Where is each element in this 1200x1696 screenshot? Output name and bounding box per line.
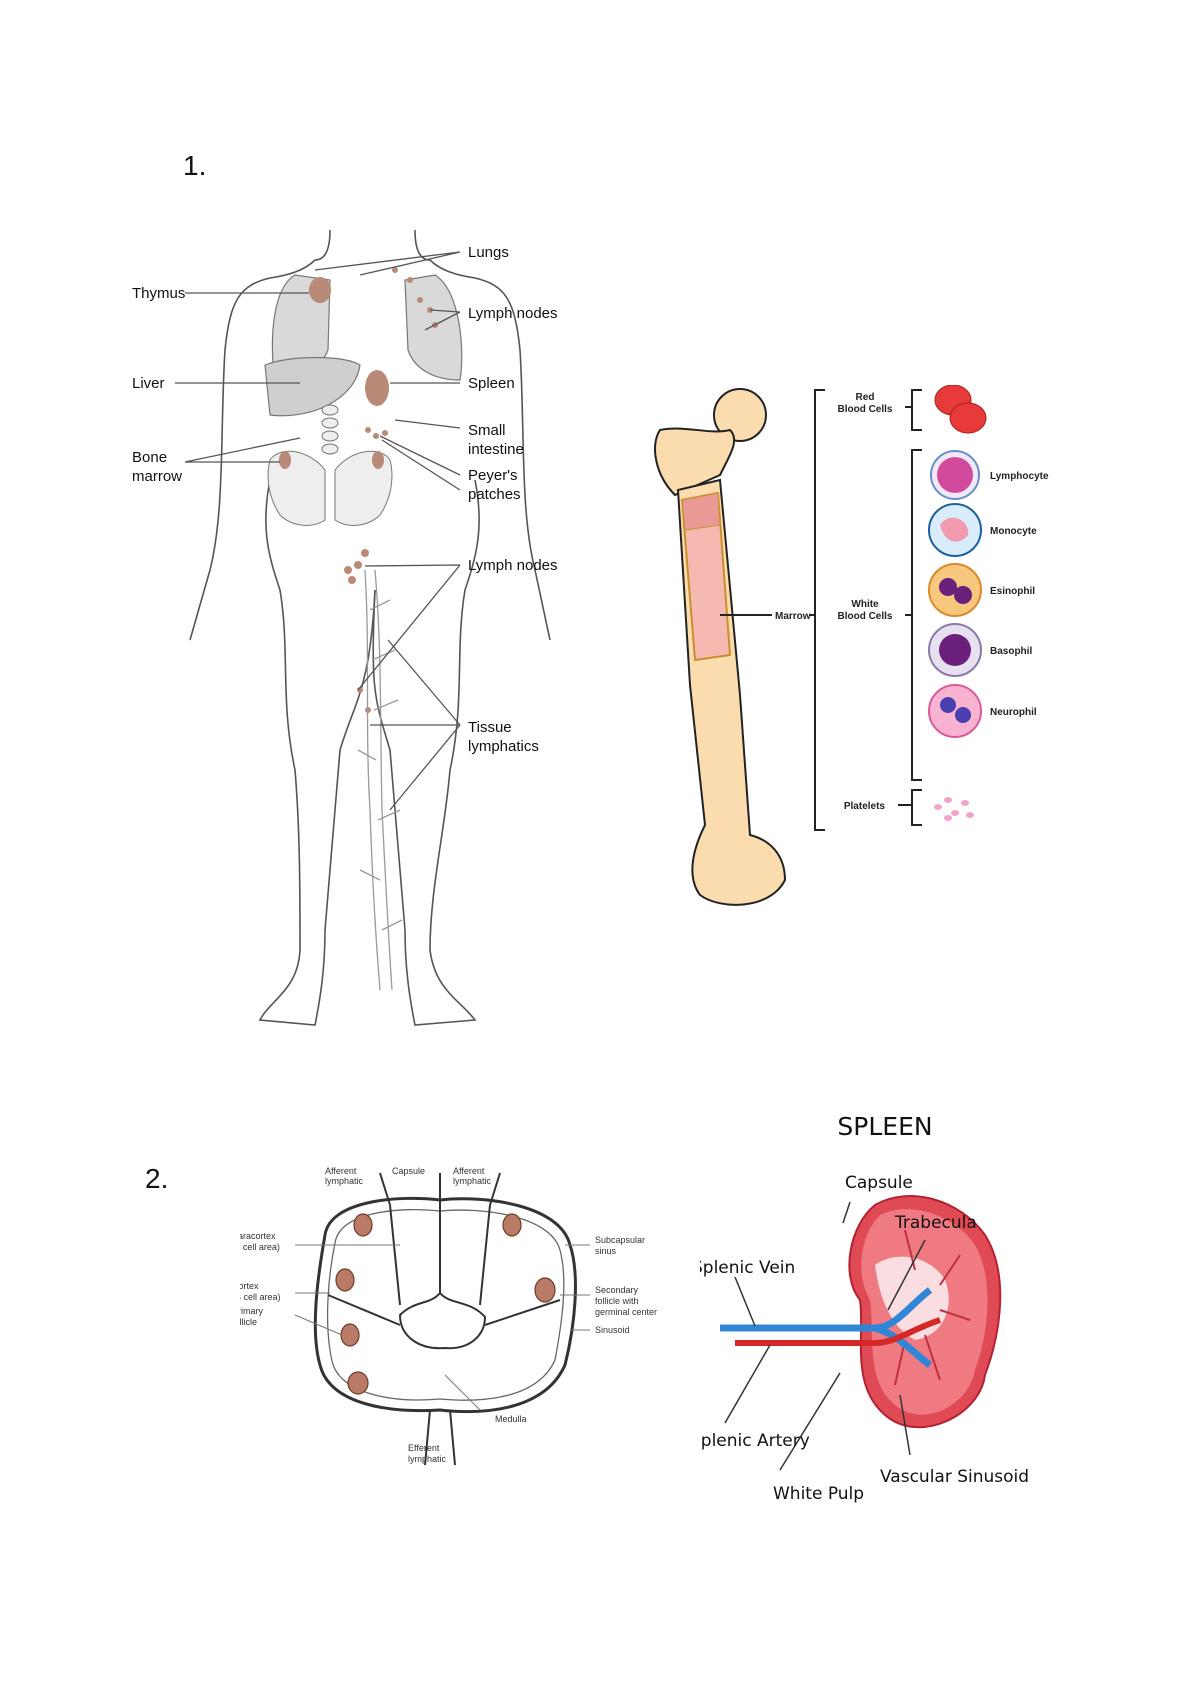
esinophil-cell [928, 563, 982, 617]
label-cortex-1: Cortex [240, 1281, 259, 1291]
label-afferent-right-2: lymphatic [453, 1176, 492, 1186]
label-wbc-2: Blood Cells [837, 611, 892, 622]
splenic-vein [720, 1287, 933, 1368]
label-liver: Liver [132, 375, 165, 392]
lymphatic-system-diagram: Lungs Thymus Lymph nodes Liver Spleen Sm… [130, 230, 610, 1040]
platelets [934, 797, 974, 821]
label-vascular-sinusoid: Vascular Sinusoid [880, 1467, 1029, 1487]
label-wbc-1: White [851, 599, 879, 610]
lymph-node-diagram: Afferent lymphatic Capsule Afferent lymp… [240, 1165, 680, 1475]
main-bracket [810, 389, 825, 831]
label-efferent-1: Efferent [408, 1443, 440, 1453]
spleen-diagram: SPLEEN Capsule Trabecula Splenic Vein Sp… [700, 1105, 1100, 1525]
spleen [365, 370, 389, 406]
label-medulla: Medulla [495, 1414, 527, 1424]
tissue-lymphatics [357, 569, 403, 991]
label-marrow: Marrow [775, 611, 811, 622]
neurophil-cell [928, 684, 982, 738]
rbc-bracket [905, 389, 922, 431]
label-white-pulp: White Pulp [773, 1484, 864, 1504]
spleen-title: SPLEEN [837, 1112, 932, 1141]
thymus [309, 277, 331, 303]
label-splenic-artery: Splenic Artery [700, 1431, 810, 1451]
label-neurophil: Neurophil [990, 707, 1037, 718]
label-small-intestine-2: intestine [468, 441, 524, 458]
label-paracortex-1: Paracortex [240, 1231, 276, 1241]
label-splenic-vein: Splenic Vein [700, 1258, 795, 1278]
label-monocyte: Monocyte [990, 526, 1037, 537]
label-spleen: Spleen [468, 375, 515, 392]
red-blood-cell [949, 402, 987, 434]
lymph-node [313, 1172, 577, 1466]
section-number-1: 1. [183, 150, 207, 181]
label-primary-2: follicle [240, 1317, 257, 1327]
label-subcapsular-1: Subcapsular [595, 1235, 645, 1245]
label-afferent-left-2: lymphatic [325, 1176, 364, 1186]
label-secondary-2: follicle with [595, 1296, 639, 1306]
bone-marrow-diagram: Marrow Red Blood Cells White Blood Cells… [650, 385, 1100, 920]
lymph-node-leaders [294, 1244, 590, 1411]
label-tissue-2: lymphatics [468, 738, 539, 755]
splenic-artery [735, 1317, 941, 1346]
monocyte-cell [928, 503, 982, 557]
label-subcapsular-2: sinus [595, 1246, 617, 1256]
liver [264, 356, 361, 417]
label-tissue-1: Tissue [468, 719, 512, 736]
label-trabecula: Trabecula [894, 1213, 977, 1233]
label-peyers-2: patches [468, 486, 521, 503]
label-afferent-right-1: Afferent [453, 1166, 485, 1176]
bone-marrow-right [372, 451, 384, 469]
femur [654, 388, 787, 906]
label-spleen-capsule: Capsule [845, 1173, 913, 1193]
label-bone-marrow-1: Bone [132, 449, 167, 466]
leader-lines [175, 251, 461, 811]
label-lymphocyte: Lymphocyte [990, 471, 1049, 482]
label-cortex-2: (B cell area) [240, 1292, 281, 1302]
label-secondary-1: Secondary [595, 1285, 639, 1295]
peyers-patches [365, 427, 388, 439]
label-bone-marrow-2: marrow [132, 468, 182, 485]
label-sinusoid: Sinusoid [595, 1325, 630, 1335]
label-afferent-left-1: Afferent [325, 1166, 357, 1176]
bone-marrow-left [279, 451, 291, 469]
follicles [335, 1213, 556, 1395]
body-outline [189, 230, 551, 1026]
platelets-bracket [898, 789, 922, 826]
label-esinophil: Esinophil [990, 586, 1035, 597]
label-primary-1: Primary [240, 1306, 263, 1316]
label-lymph-nodes-lower: Lymph nodes [468, 557, 558, 574]
wbc-bracket [905, 449, 922, 781]
spleen-leaders [724, 1201, 926, 1471]
section-number-2: 2. [145, 1163, 169, 1194]
label-paracortex-2: (T cell area) [240, 1242, 280, 1252]
label-rbc-2: Blood Cells [837, 404, 892, 415]
label-platelets: Platelets [844, 801, 886, 812]
lymphocyte-cell [930, 450, 980, 500]
spine-pelvis [267, 404, 393, 526]
label-lymph-nodes-upper: Lymph nodes [468, 305, 558, 322]
label-small-intestine-1: Small [468, 422, 506, 439]
label-secondary-3: germinal center [595, 1307, 657, 1317]
label-lungs: Lungs [468, 244, 509, 261]
basophil-cell [928, 623, 982, 677]
label-rbc-1: Red [856, 392, 875, 403]
label-basophil: Basophil [990, 646, 1032, 657]
label-capsule: Capsule [392, 1166, 425, 1176]
label-thymus: Thymus [132, 285, 185, 302]
label-peyers-1: Peyer's [468, 467, 518, 484]
label-efferent-2: lymphatic [408, 1454, 447, 1464]
